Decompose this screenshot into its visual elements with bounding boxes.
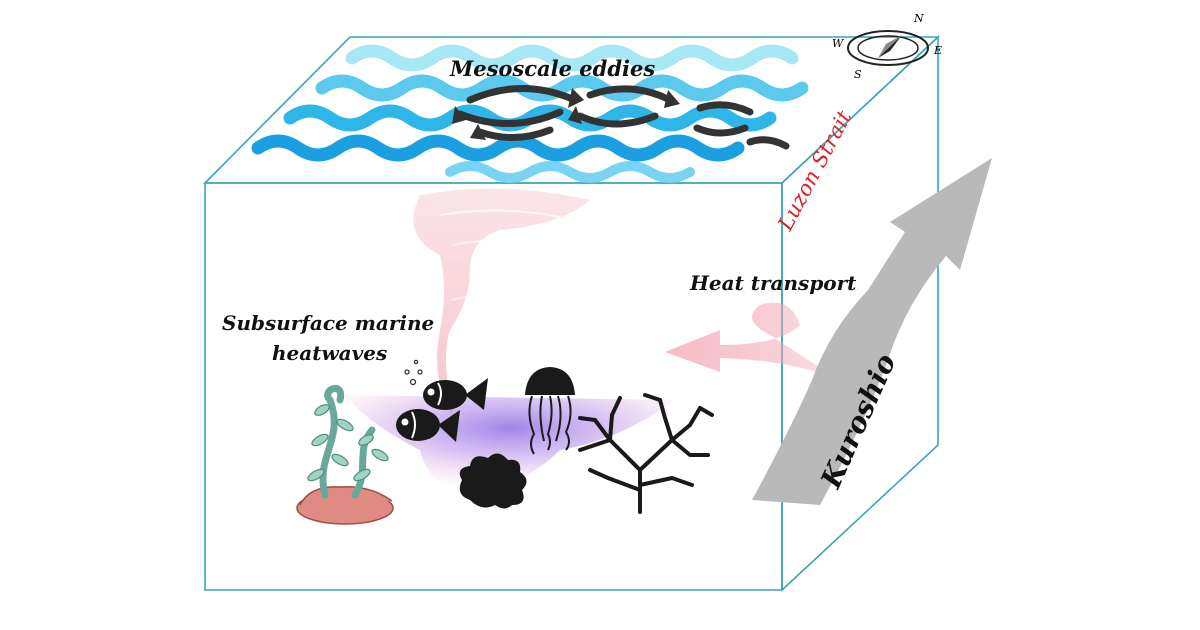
coral-icon: [459, 453, 527, 509]
eddy-arrow: [696, 101, 754, 116]
compass-west: W: [832, 37, 845, 50]
eddy-arrow: [586, 85, 672, 103]
label-heat-transport: Heat transport: [689, 271, 857, 295]
wave-band: [345, 44, 799, 72]
wave-band: [251, 134, 745, 162]
compass-icon: N E S W: [832, 12, 942, 81]
arrowhead: [452, 106, 466, 124]
vortex-icon: [413, 188, 590, 420]
arrowhead: [568, 106, 582, 124]
label-mesoscale-eddies: Mesoscale eddies: [449, 56, 655, 81]
eddy-arrow: [576, 112, 659, 128]
bubble-icon: [404, 359, 423, 386]
fish-icon: [396, 409, 460, 442]
eddy-arrow: [466, 84, 574, 104]
branch-coral-icon: [578, 393, 714, 514]
arrowhead: [664, 90, 680, 108]
eddy-arrows: [456, 84, 790, 150]
heat-transport-arrow: [665, 302, 840, 380]
eddy-arrow: [456, 108, 564, 128]
wave-band: [445, 161, 695, 183]
eddy-arrow: [476, 126, 554, 142]
jellyfish-icon: [525, 367, 575, 455]
compass-east: E: [933, 44, 942, 57]
compass-north: N: [913, 12, 924, 25]
label-subsurface-mhw-line2: heatwaves: [272, 341, 387, 365]
box-front-face: [204, 182, 783, 591]
label-luzon-strait: Luzon Strait: [773, 106, 857, 235]
compass-south: S: [854, 68, 862, 81]
eddy-arrow: [693, 124, 749, 137]
eddy-arrowheads: [452, 88, 680, 140]
arrowhead: [470, 124, 486, 140]
eddy-arrow: [746, 136, 790, 150]
label-subsurface-mhw-line1: Subsurface marine: [222, 311, 434, 335]
fish-icon: [423, 378, 488, 410]
arrowhead: [568, 88, 584, 108]
kuroshio-arrow: [752, 158, 992, 505]
wave-band: [315, 74, 809, 102]
seaweed-icon: [296, 385, 394, 525]
